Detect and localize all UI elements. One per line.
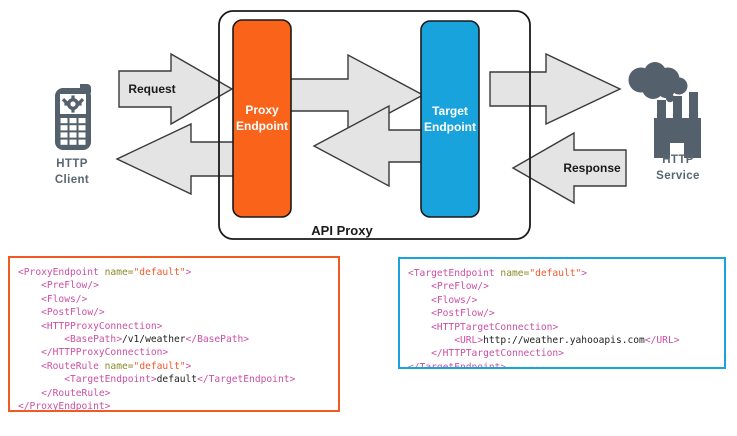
code-token-tag: <BasePath> [64,334,122,346]
code-token-tag: </TargetEndpoint> [197,374,296,386]
code-token-txt [18,294,41,305]
code-token-txt [408,335,454,346]
http-client-label-line2: Client [55,174,89,186]
code-token-txt [18,334,64,345]
code-token-tag: <HTTPTargetConnection> [431,321,559,333]
code-token-txt [408,281,431,292]
proxy-endpoint-code-panel: <ProxyEndpoint name="default"> <PreFlow/… [8,256,340,412]
code-line: <PostFlow/> [408,307,718,320]
request-arrow-label: Request [128,82,175,96]
api-proxy-container: API Proxy [218,10,531,240]
code-token-txt [408,348,431,359]
target-to-service-arrow [489,52,622,126]
code-line: <TargetEndpoint>default</TargetEndpoint> [18,373,332,386]
api-proxy-label: API Proxy [311,223,373,238]
code-line: <BasePath>/v1/weather</BasePath> [18,333,332,346]
code-line: <URL>http://weather.yahooapis.com</URL> [408,334,718,347]
code-line: </TargetEndpoint> [408,361,718,369]
code-line: <TargetEndpoint name="default"> [408,267,718,280]
code-token-tag: <PreFlow/> [431,281,489,293]
http-service-label-line2: Service [656,170,700,182]
proxy-endpoint-node[interactable]: Proxy Endpoint [232,19,292,218]
code-token-tag: <RouteRule [41,360,105,372]
code-token-txt [18,388,41,399]
target-endpoint-code-panel: <TargetEndpoint name="default"> <PreFlow… [398,257,726,369]
code-token-val: "default" [133,267,186,278]
code-line: <ProxyEndpoint name="default"> [18,266,332,279]
code-token-txt [18,307,41,318]
code-line: <PreFlow/> [408,280,718,293]
code-token-txt [408,295,431,306]
code-token-tag: </TargetEndpoint> [408,361,507,369]
code-token-tag: > [581,268,588,279]
code-token-tag: > [185,267,192,278]
code-token-tag: <ProxyEndpoint [18,267,105,278]
code-token-txt [18,347,41,358]
code-token-tag: <URL> [454,335,484,347]
mobile-phone-gear-icon [55,84,91,150]
code-token-txt [18,374,64,385]
proxy-to-client-arrow [115,122,248,196]
factory-cloud-icon [628,62,701,158]
api-proxy-flow-diagram: Request Response API Proxy [55,10,701,240]
code-token-tag: </HTTPProxyConnection> [41,347,169,359]
target-endpoint-label-line2: Endpoint [424,120,476,134]
code-token-tag: </BasePath> [185,334,250,346]
code-token-tag: <Flows/> [431,294,478,306]
http-service-entity: HTTP Service [628,62,701,182]
code-token-tag: <PostFlow/> [41,307,105,319]
code-token-tag: <TargetEndpoint [408,268,501,279]
proxy-endpoint-label-line2: Endpoint [236,119,288,133]
code-line: <Flows/> [408,294,718,307]
code-token-txt [18,361,41,372]
code-token-tag: <PreFlow/> [41,280,99,292]
code-token-txt: http://weather.yahooapis.com [483,335,645,347]
code-token-attr: name= [104,267,134,278]
http-client-entity: HTTP Client [55,84,91,186]
proxy-to-target-arrow [287,53,425,137]
code-token-tag: </RouteRule> [41,387,111,399]
code-line: <PostFlow/> [18,306,332,319]
response-arrow-label: Response [563,161,621,175]
code-token-attr: name= [104,360,134,372]
service-to-target-arrow: Response [511,131,627,205]
code-line: <HTTPTargetConnection> [408,321,718,334]
code-line: <PreFlow/> [18,279,332,292]
code-line: </HTTPTargetConnection> [408,347,718,360]
code-token-tag: <TargetEndpoint> [64,374,157,386]
code-token-txt: default [156,374,198,386]
code-line: <Flows/> [18,293,332,306]
code-token-txt: /v1/weather [121,334,186,346]
code-token-tag: > [185,360,192,372]
code-token-txt [408,322,431,333]
code-line: <RouteRule name="default"> [18,360,332,373]
code-token-txt [18,280,41,291]
target-endpoint-node[interactable]: Target Endpoint [420,20,480,218]
target-endpoint-label-line1: Target [432,104,468,118]
http-client-label-line1: HTTP [56,158,88,170]
code-token-tag: <Flows/> [41,293,88,305]
code-token-tag: </ProxyEndpoint> [18,401,111,412]
code-line: </RouteRule> [18,387,332,400]
code-token-tag: <HTTPProxyConnection> [41,320,163,332]
request-arrow: Request [118,52,234,126]
proxy-endpoint-label-line1: Proxy [245,103,279,117]
code-token-val: "default" [529,268,582,279]
code-token-val: "default" [133,360,186,372]
code-line: </ProxyEndpoint> [18,400,332,412]
code-line: </HTTPProxyConnection> [18,346,332,359]
code-token-attr: name= [500,268,530,279]
code-token-tag: <PostFlow/> [431,308,495,320]
code-token-tag: </URL> [644,335,680,347]
code-token-txt [18,321,41,332]
code-token-tag: </HTTPTargetConnection> [431,348,564,360]
http-service-label-line1: HTTP [662,154,694,166]
code-token-txt [408,308,431,319]
code-line: <HTTPProxyConnection> [18,320,332,333]
